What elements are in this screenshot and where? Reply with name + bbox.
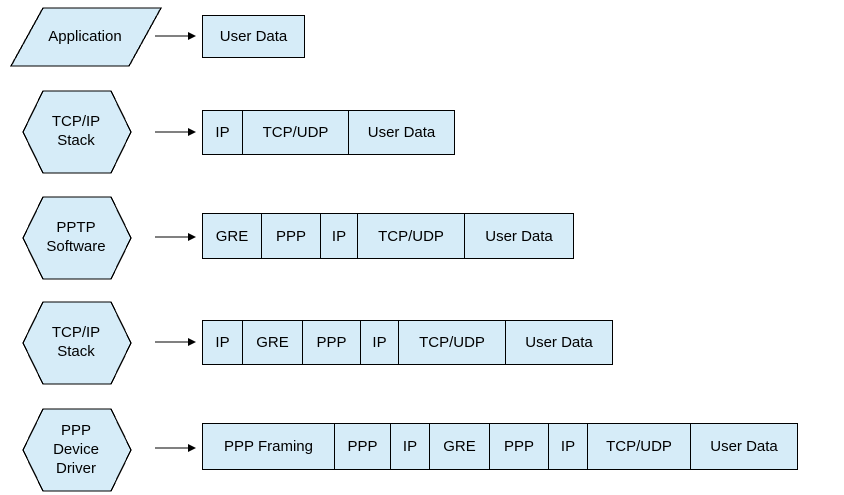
packet-segment: IP <box>548 423 588 470</box>
packet-segment: PPP Framing <box>202 423 335 470</box>
packet-segment: TCP/UDP <box>357 213 465 259</box>
packet-segment: IP <box>320 213 358 259</box>
packet-segment: User Data <box>464 213 574 259</box>
packet-segment: GRE <box>429 423 490 470</box>
packet-segment: TCP/UDP <box>587 423 691 470</box>
packet-segment: IP <box>202 320 243 365</box>
packet-segment: IP <box>202 110 243 155</box>
hexagon-shape <box>22 90 132 174</box>
packet-bar: PPP Framing PPP IP GRE PPP IP TCP/UDP Us… <box>202 423 798 470</box>
arrow-right-icon <box>155 128 196 136</box>
hexagon-shape <box>22 408 132 492</box>
stage-label-ppp-device-driver: PPP Device Driver <box>53 421 99 477</box>
arrow-right-icon <box>155 444 196 452</box>
packet-segment: GRE <box>242 320 303 365</box>
packet-segment: IP <box>360 320 399 365</box>
packet-segment: User Data <box>690 423 798 470</box>
packet-bar: GRE PPP IP TCP/UDP User Data <box>202 213 574 259</box>
arrow-right-icon <box>155 233 196 241</box>
packet-segment: PPP <box>334 423 391 470</box>
packet-segment: PPP <box>261 213 321 259</box>
packet-segment: PPP <box>302 320 361 365</box>
stage-label-application: Application <box>48 27 122 45</box>
arrow-right-icon <box>155 338 196 346</box>
parallelogram-shape <box>9 7 163 67</box>
arrow-right-icon <box>155 32 196 40</box>
packet-bar: User Data <box>202 15 305 58</box>
stage-label-tcpip-stack: TCP/IP Stack <box>51 324 101 360</box>
packet-segment: TCP/UDP <box>242 110 349 155</box>
stage-label-pptp-software: PPTP Software <box>46 219 106 255</box>
packet-segment: User Data <box>348 110 455 155</box>
packet-segment: IP <box>390 423 430 470</box>
packet-bar: IP TCP/UDP User Data <box>202 110 455 155</box>
hexagon-shape <box>22 301 132 385</box>
packet-bar: IP GRE PPP IP TCP/UDP User Data <box>202 320 613 365</box>
packet-segment: GRE <box>202 213 262 259</box>
stage-label-tcpip-stack: TCP/IP Stack <box>51 113 101 149</box>
packet-segment: User Data <box>202 15 305 58</box>
hexagon-shape <box>22 196 132 280</box>
packet-segment: TCP/UDP <box>398 320 506 365</box>
packet-segment: User Data <box>505 320 613 365</box>
packet-segment: PPP <box>489 423 549 470</box>
